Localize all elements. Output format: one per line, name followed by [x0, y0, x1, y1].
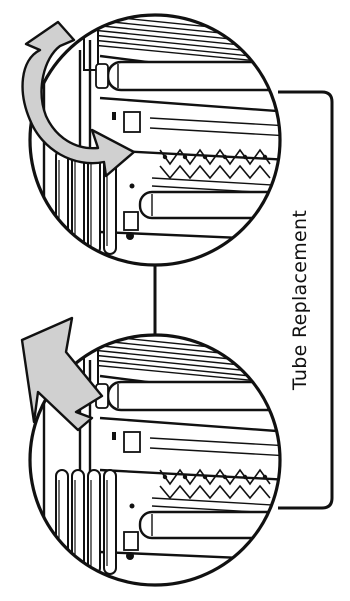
curved-rotation-arrow [21, 20, 136, 178]
connector-bracket [278, 90, 334, 510]
diagram-caption: Tube Replacement [289, 209, 311, 391]
pull-out-arrow [20, 316, 104, 432]
top-panel-detail [21, 13, 282, 267]
bottom-panel-detail [20, 316, 282, 587]
